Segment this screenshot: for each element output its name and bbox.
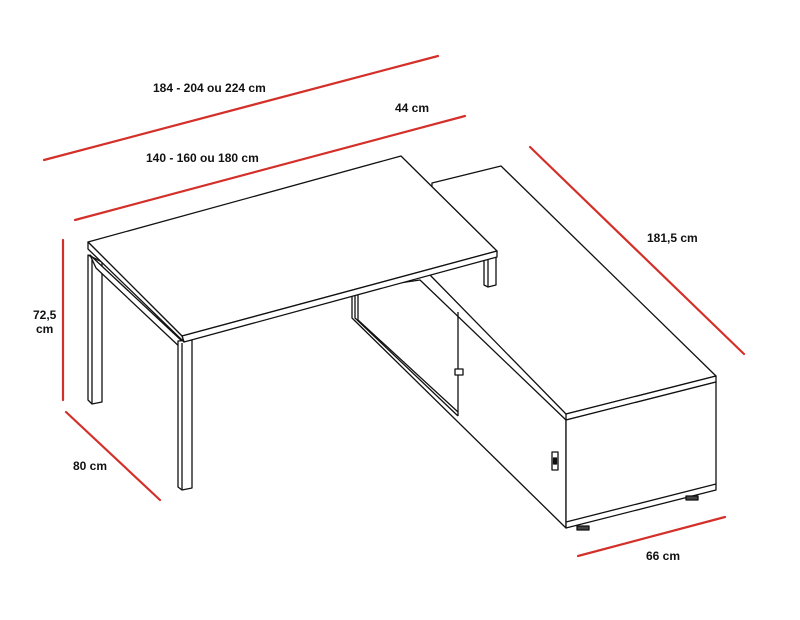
dimension-line-desk-length <box>73 114 467 222</box>
cabinet-lock-keyhole <box>552 457 558 465</box>
desk-top-edge-left <box>87 241 185 343</box>
dimension-line-total-length <box>42 54 440 162</box>
desk <box>87 155 498 491</box>
dimension-line-cabinet-depth <box>576 515 727 558</box>
storage-cabinet <box>351 165 717 531</box>
door-knob-icon <box>454 368 464 376</box>
dimension-line-desk-depth <box>64 410 162 502</box>
label-cabinet-offset: 44 cm <box>395 101 429 115</box>
cabinet-inner-frame <box>354 292 459 417</box>
label-total-length: 184 - 204 ou 224 cm <box>153 81 266 95</box>
label-desk-depth: 80 cm <box>73 459 107 473</box>
cabinet-foot <box>685 495 699 501</box>
cabinet-foot <box>576 525 590 531</box>
cabinet-front-face <box>565 381 717 529</box>
cabinet-inner-frame-2 <box>357 294 459 413</box>
label-cabinet-depth: 66 cm <box>646 549 680 563</box>
label-height-value: 72,5 <box>33 308 57 322</box>
label-cabinet-length: 181,5 cm <box>647 231 698 245</box>
dimension-line-cabinet-length <box>528 145 746 356</box>
label-desk-length: 140 - 160 ou 180 cm <box>146 151 259 165</box>
label-height-unit: cm <box>36 322 53 336</box>
desk-leg-back-left <box>87 254 103 405</box>
desk-leg-front-left <box>177 339 193 491</box>
cabinet-plinth-front <box>565 483 717 523</box>
